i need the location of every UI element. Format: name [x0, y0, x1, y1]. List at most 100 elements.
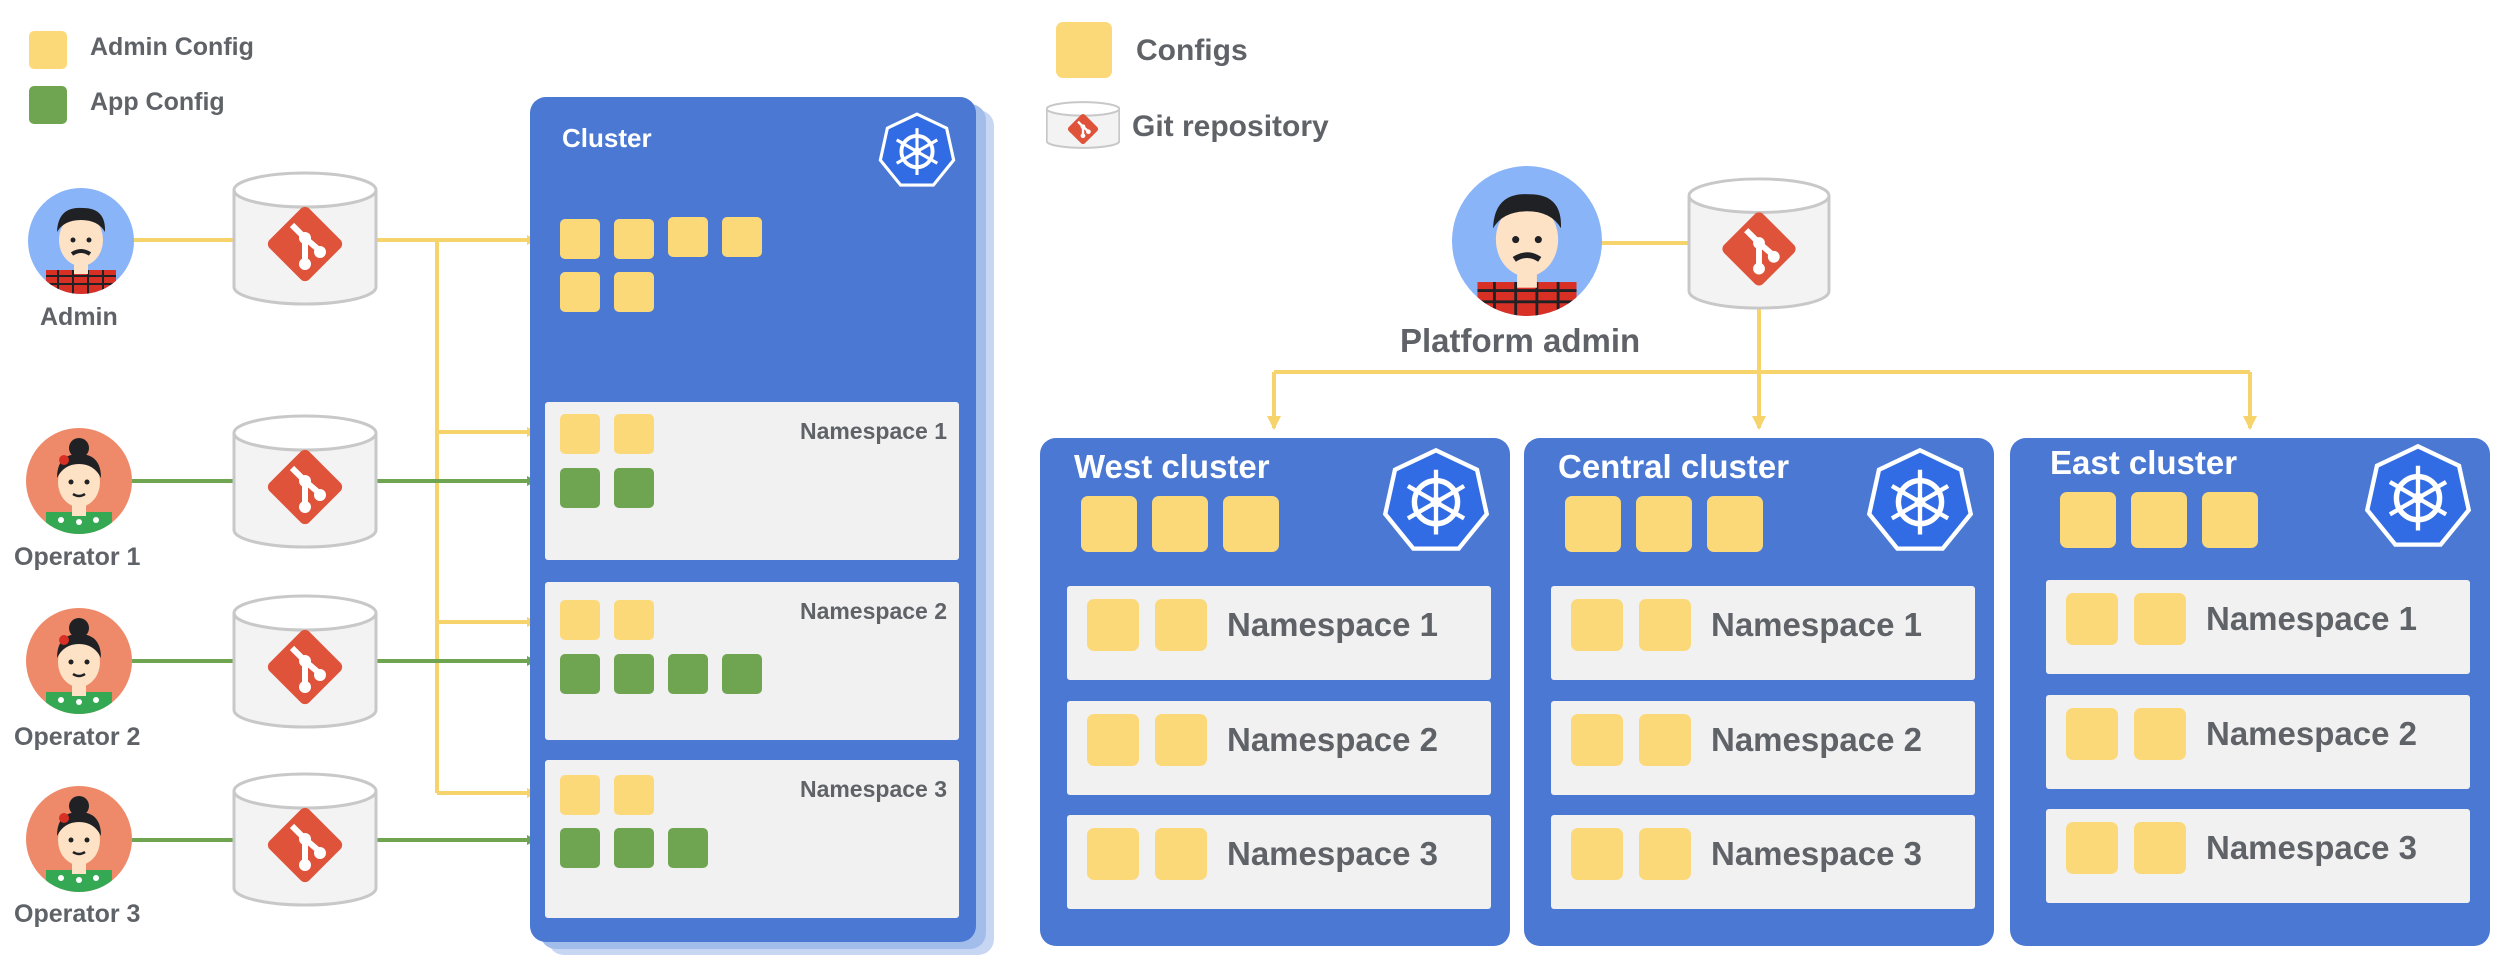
central-namespace-3-box: Namespace 3	[1551, 815, 1975, 909]
ns2-app-config	[722, 654, 762, 694]
central-cluster-title: Central cluster	[1558, 448, 1790, 485]
git-repository-legend-label: Git repository	[1132, 110, 1329, 143]
cluster-admin-config	[722, 217, 762, 257]
east-cluster-title: East cluster	[2050, 444, 2238, 481]
west-cluster-config	[1223, 496, 1279, 552]
namespace-3-box: Namespace 3	[545, 760, 959, 918]
east-namespace-2-box: Namespace 2	[2046, 695, 2470, 789]
kubernetes-icon	[2364, 442, 2472, 550]
kubernetes-icon	[1382, 446, 1490, 554]
operator1-label: Operator 1	[14, 543, 141, 571]
platform-admin-label: Platform admin	[1400, 322, 1641, 359]
operator3-git-repository-icon	[231, 771, 379, 908]
configs-legend-label: Configs	[1136, 34, 1248, 67]
cluster-admin-config	[560, 272, 600, 312]
namespace-1-box: Namespace 1	[545, 402, 959, 560]
east-ns1-config	[2066, 593, 2118, 645]
west-namespace-2-box: Namespace 2	[1067, 701, 1491, 795]
admin-git-repository-icon	[231, 170, 379, 307]
central-ns1-config	[1639, 599, 1691, 651]
east-cluster-config	[2131, 492, 2187, 548]
namespace-3-label: Namespace 3	[799, 776, 947, 802]
admin-config-legend-label: Admin Config	[90, 33, 254, 61]
central-namespace-2-label: Namespace 2	[1711, 721, 1922, 758]
ns3-app-config	[614, 828, 654, 868]
central-namespace-3-label: Namespace 3	[1711, 835, 1922, 872]
east-ns3-config	[2066, 822, 2118, 874]
east-ns2-config	[2066, 708, 2118, 760]
operator2-git-repository-icon	[231, 593, 379, 730]
west-ns3-config	[1155, 828, 1207, 880]
east-ns1-config	[2134, 593, 2186, 645]
git-repository-icon	[1045, 88, 1121, 162]
kubernetes-icon	[878, 111, 956, 189]
operator3-avatar-icon	[26, 786, 132, 892]
central-ns1-config	[1571, 599, 1623, 651]
east-cluster-config	[2060, 492, 2116, 548]
cluster-admin-config	[668, 217, 708, 257]
west-ns2-config	[1155, 714, 1207, 766]
east-namespace-3-box: Namespace 3	[2046, 809, 2470, 903]
west-namespace-3-label: Namespace 3	[1227, 835, 1438, 872]
namespace-1-label: Namespace 1	[799, 418, 947, 444]
central-cluster-config	[1707, 496, 1763, 552]
admin-config-legend-swatch	[29, 31, 67, 69]
ns1-app-config	[560, 468, 600, 508]
ns2-app-config	[614, 654, 654, 694]
east-cluster-panel: East cluster Namespace 1 Namespace 2 Nam	[2010, 438, 2490, 946]
west-ns1-config	[1087, 599, 1139, 651]
operator1-git-repository-icon	[231, 413, 379, 550]
east-cluster-config	[2202, 492, 2258, 548]
cluster-admin-config	[614, 272, 654, 312]
platform-git-repository-icon	[1686, 176, 1832, 311]
central-ns2-config	[1571, 714, 1623, 766]
ns2-app-config	[668, 654, 708, 694]
namespace-2-label: Namespace 2	[799, 598, 947, 624]
ns1-admin-config	[614, 414, 654, 454]
west-ns2-config	[1087, 714, 1139, 766]
west-namespace-3-box: Namespace 3	[1067, 815, 1491, 909]
operator1-avatar-icon	[26, 428, 132, 534]
app-config-legend-swatch	[29, 86, 67, 124]
central-ns2-config	[1639, 714, 1691, 766]
ns3-admin-config	[614, 775, 654, 815]
central-cluster-config	[1636, 496, 1692, 552]
app-config-legend-label: App Config	[90, 88, 225, 116]
platform-admin-avatar-icon	[1452, 166, 1602, 316]
west-ns1-config	[1155, 599, 1207, 651]
east-namespace-3-label: Namespace 3	[2206, 829, 2417, 866]
operator2-label: Operator 2	[14, 723, 141, 751]
ns2-app-config	[560, 654, 600, 694]
cluster-title: Cluster	[562, 123, 652, 153]
central-ns3-config	[1639, 828, 1691, 880]
east-ns2-config	[2134, 708, 2186, 760]
east-namespace-2-label: Namespace 2	[2206, 715, 2417, 752]
ns2-admin-config	[614, 600, 654, 640]
ns3-admin-config	[560, 775, 600, 815]
west-ns3-config	[1087, 828, 1139, 880]
admin-avatar-icon	[28, 188, 134, 294]
ns1-admin-config	[560, 414, 600, 454]
admin-label: Admin	[40, 303, 118, 331]
central-namespace-2-box: Namespace 2	[1551, 701, 1975, 795]
configs-legend-swatch	[1056, 22, 1112, 78]
cluster-admin-config	[614, 219, 654, 259]
ns2-admin-config	[560, 600, 600, 640]
west-namespace-2-label: Namespace 2	[1227, 721, 1438, 758]
central-cluster-config	[1565, 496, 1621, 552]
west-cluster-panel: West cluster Namespace 1 Namespace 2 Nam	[1040, 438, 1510, 946]
west-cluster-title: West cluster	[1074, 448, 1270, 485]
west-cluster-config	[1081, 496, 1137, 552]
ns3-app-config	[560, 828, 600, 868]
central-cluster-panel: Central cluster Namespace 1 Namespace 2	[1524, 438, 1994, 946]
west-namespace-1-box: Namespace 1	[1067, 586, 1491, 680]
east-ns3-config	[2134, 822, 2186, 874]
namespace-2-box: Namespace 2	[545, 582, 959, 740]
ns3-app-config	[668, 828, 708, 868]
east-namespace-1-label: Namespace 1	[2206, 600, 2417, 637]
west-namespace-1-label: Namespace 1	[1227, 606, 1438, 643]
operator3-label: Operator 3	[14, 900, 141, 928]
central-namespace-1-label: Namespace 1	[1711, 606, 1922, 643]
